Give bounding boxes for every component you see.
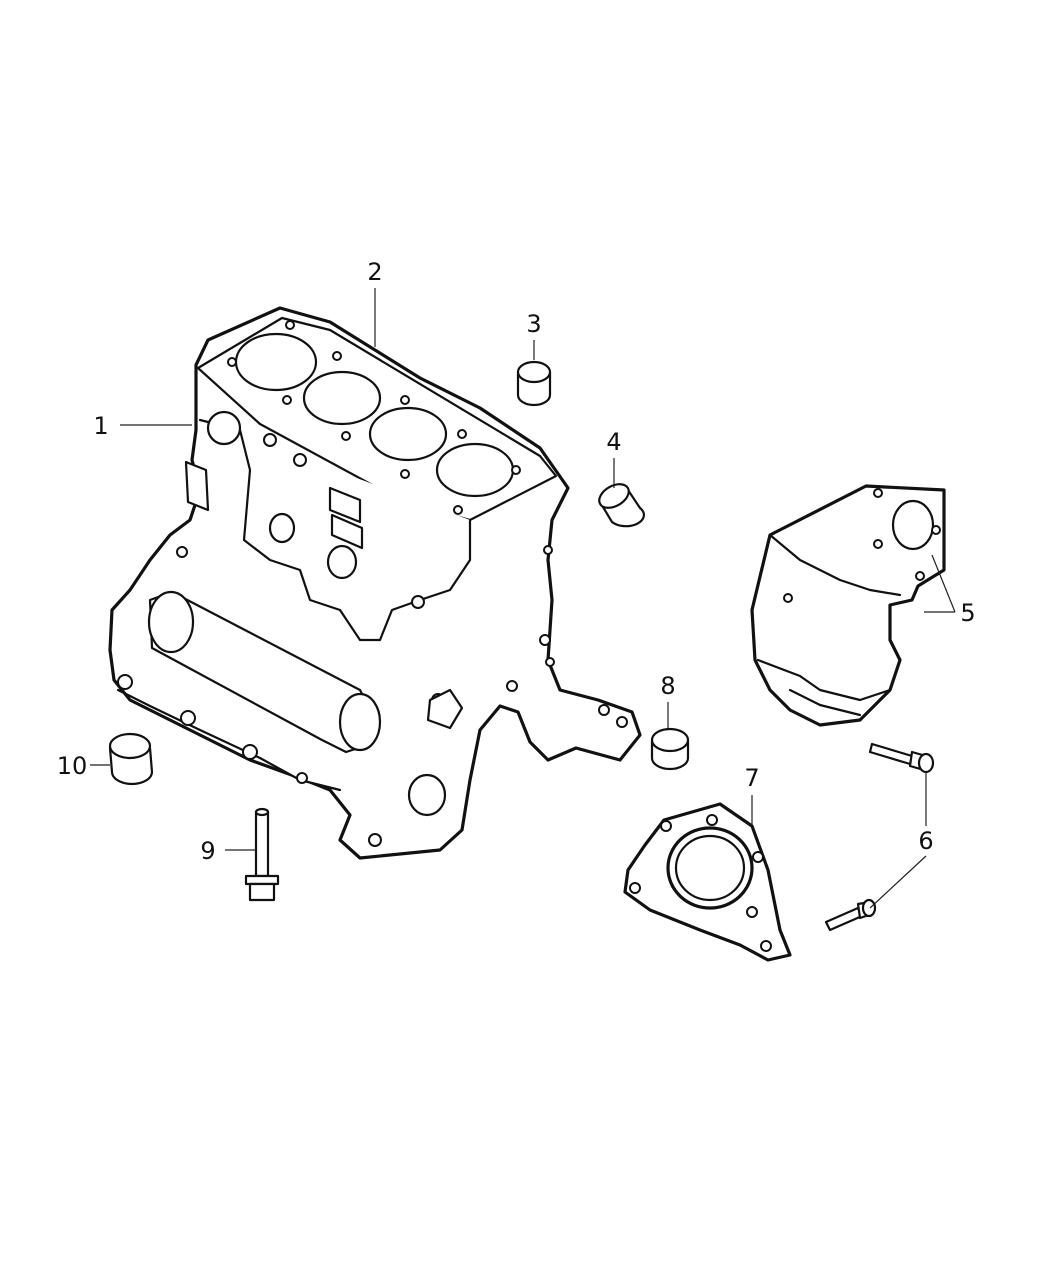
bolt-6-upper: [868, 742, 935, 774]
cylinder-bore-1: [234, 332, 318, 392]
callout-9: 9: [200, 837, 215, 865]
leader-line-6b: [869, 855, 927, 909]
callout-3: 3: [526, 310, 541, 338]
leader-line-5b: [931, 554, 956, 613]
cylinder-block: [108, 306, 642, 860]
callout-7: 7: [744, 764, 759, 792]
cylinder-bore-4: [435, 442, 515, 498]
rear-cover-plate: [750, 484, 946, 727]
bolt-9: [244, 807, 280, 902]
crankshaft-seal-retainer: [623, 802, 792, 962]
dowel-pin-3: [516, 360, 552, 407]
callout-labels: 1 2 3 4 5 6 7 8 9 10: [57, 258, 976, 865]
callout-10: 10: [57, 752, 88, 780]
dowel-pin-4: [598, 483, 645, 528]
callout-8: 8: [660, 672, 675, 700]
dowel-pin-8: [650, 727, 690, 771]
leader-lines: [90, 288, 956, 909]
bolt-6-lower: [824, 898, 877, 932]
callout-6: 6: [918, 827, 933, 855]
dowel-pin-10: [108, 732, 154, 786]
cylinder-bore-3: [368, 406, 448, 462]
callout-5: 5: [960, 599, 975, 627]
callout-4: 4: [606, 428, 621, 456]
callout-2: 2: [367, 258, 382, 286]
callout-1: 1: [93, 412, 108, 440]
cylinder-bore-2: [302, 370, 382, 426]
